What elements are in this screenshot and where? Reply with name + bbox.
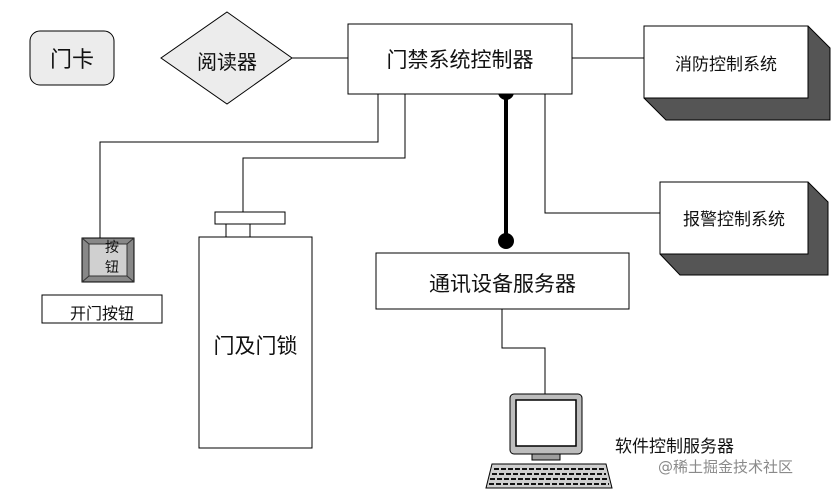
alarm-system-box [659, 181, 829, 276]
exit-button-text: 按钮 [105, 240, 119, 276]
connection-lines [99, 57, 660, 395]
exit-button-icon [81, 237, 135, 283]
bus-node-bottom [498, 233, 514, 249]
server-pc-line [501, 309, 546, 395]
controller-label: 门禁系统控制器 [386, 48, 534, 72]
software-server-label: 软件控制服务器 [615, 437, 734, 457]
controller-alarm-line [544, 94, 660, 214]
controller-door-line [242, 94, 406, 212]
controller-box [347, 23, 573, 95]
reader-label: 阅读器 [197, 50, 257, 74]
computer-icon [485, 393, 613, 489]
card-label: 门卡 [49, 48, 94, 73]
fire-system-box [643, 25, 831, 121]
fire-system-label: 消防控制系统 [675, 55, 777, 75]
reader-diamond [160, 11, 293, 105]
exit-button-label: 开门按钮 [69, 304, 134, 323]
watermark: @稀土掘金技术社区 [658, 458, 794, 476]
alarm-system-label: 报警控制系统 [683, 210, 785, 230]
comm-server-label: 通讯设备服务器 [429, 272, 576, 296]
card-box [29, 30, 115, 86]
comm-server-box [375, 252, 630, 310]
door-lock-shape [198, 211, 313, 449]
controller-button-line [99, 94, 379, 250]
exit-button-label-box [41, 294, 163, 324]
door-lock-label: 门及门锁 [213, 334, 298, 358]
